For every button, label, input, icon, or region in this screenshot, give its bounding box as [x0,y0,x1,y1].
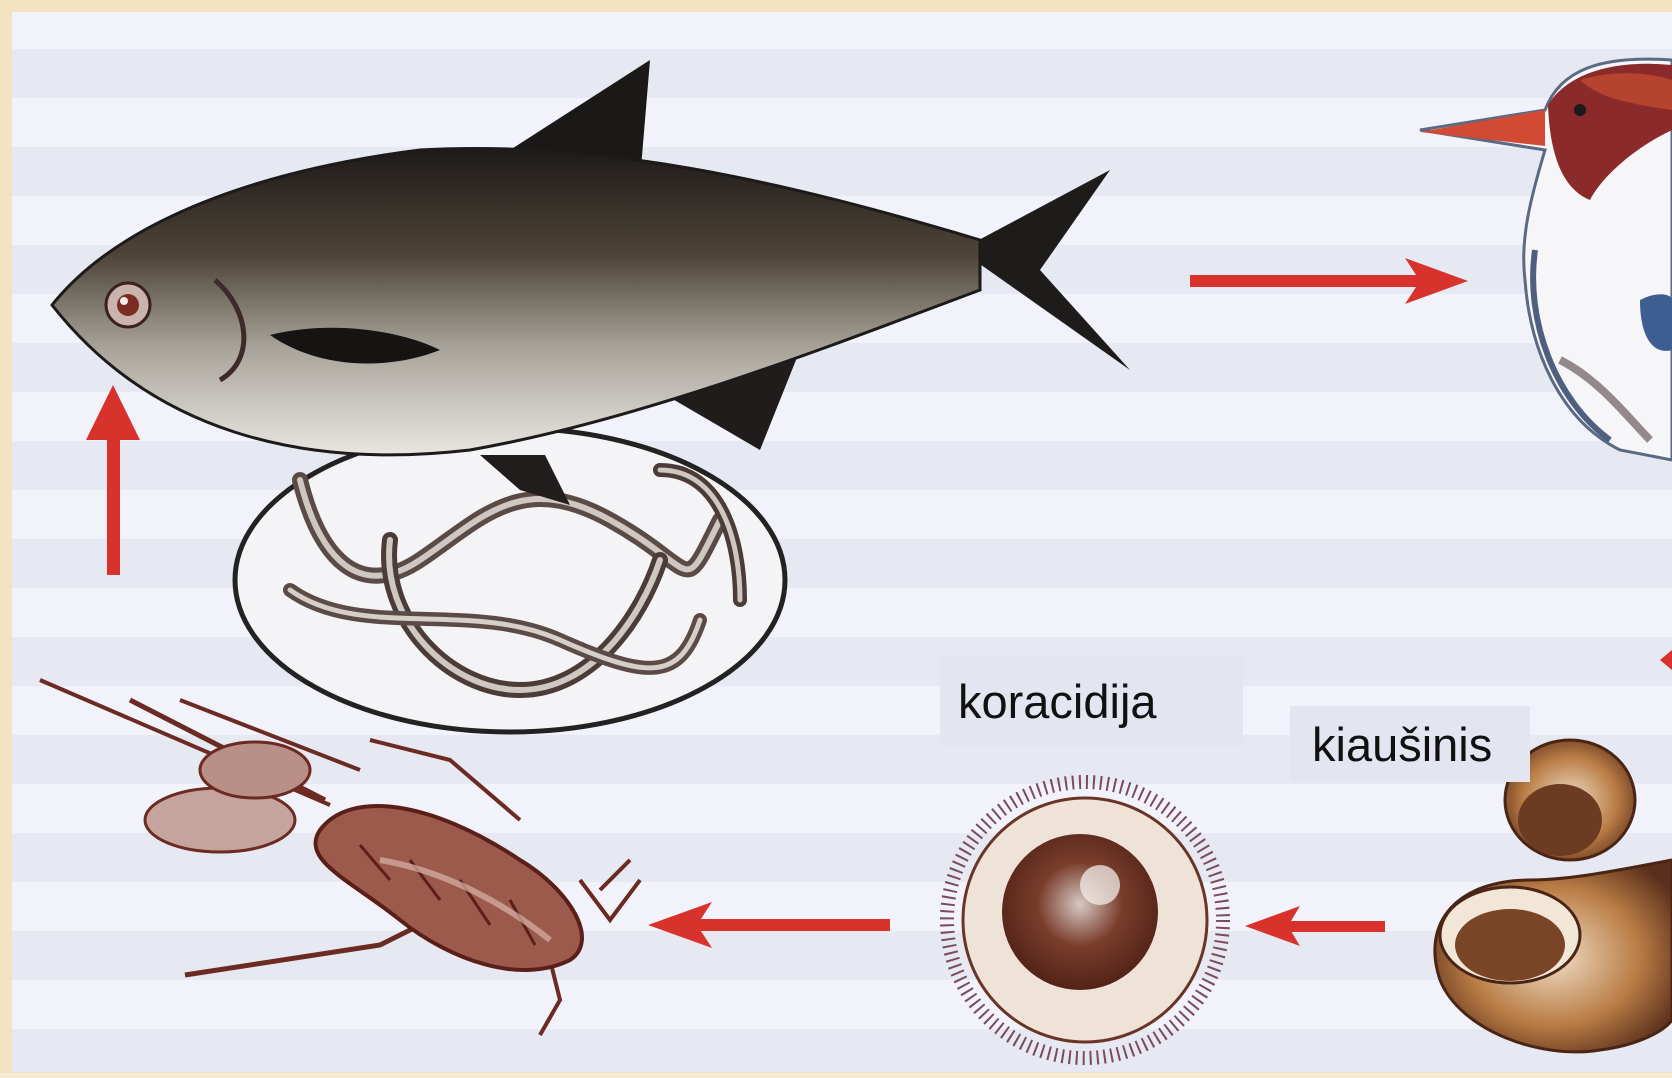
label-egg: kiaušinis [1290,706,1530,782]
label-coracidium: koracidija [940,656,1243,746]
label-coracidium-text: koracidija [958,678,1157,725]
label-egg-text: kiaušinis [1312,721,1492,768]
